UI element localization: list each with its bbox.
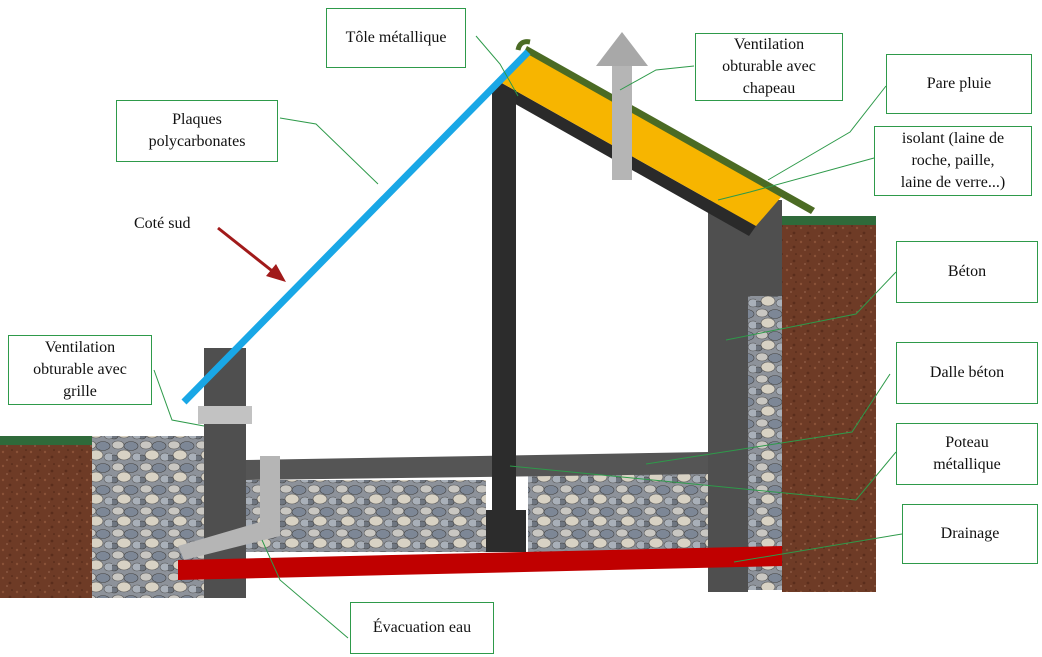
leader-pare-pluie (767, 85, 887, 181)
ventilation-cap (596, 32, 648, 66)
leader-evacuation (261, 539, 349, 639)
insulation-layer (500, 52, 782, 226)
grass-right (782, 216, 876, 225)
leader-lines (153, 35, 903, 639)
leader-poteau (509, 451, 897, 501)
metal-post-base (486, 510, 526, 552)
label-plaques-polycarbonates: Plaques polycarbonates (116, 100, 278, 162)
gravel-bed-left (246, 480, 486, 552)
label-ventilation-chapeau: Ventilation obturable avec chapeau (695, 33, 843, 101)
concrete-slab (246, 452, 708, 480)
label-drainage: Drainage (902, 504, 1038, 564)
leader-plaques (279, 117, 379, 185)
leader-dalle (645, 373, 891, 465)
label-tole-metallique: Tôle métallique (326, 8, 466, 68)
south-arrow-head (266, 264, 286, 282)
roof-hook (515, 39, 531, 51)
ventilation-chimney-pipe (612, 66, 632, 180)
grass-left (0, 436, 92, 445)
label-pare-pluie: Pare pluie (886, 54, 1032, 114)
polycarbonate-panel (181, 49, 531, 405)
label-isolant: isolant (laine de roche, paille, laine d… (874, 126, 1032, 196)
label-dalle-beton: Dalle béton (896, 342, 1038, 404)
gravel-bed-right (528, 474, 708, 552)
leader-ventilation-chapeau (619, 65, 695, 91)
soil-left (0, 444, 92, 598)
leader-tole (475, 35, 519, 97)
rain-barrier-layer (524, 46, 815, 214)
label-cote-sud: Coté sud (134, 215, 191, 232)
gravel-outside-right (748, 296, 782, 590)
leader-isolant (717, 157, 875, 201)
leader-drainage (733, 533, 903, 563)
ventilation-grille-pipe (198, 406, 252, 424)
metal-post (492, 90, 516, 518)
soil-right (782, 224, 876, 592)
label-poteau-metallique: Poteau métallique (896, 423, 1038, 485)
water-evacuation-outlet-pipe (178, 522, 280, 560)
label-evacuation-eau: Évacuation eau (350, 602, 494, 654)
concrete-wall-left (204, 348, 246, 598)
label-beton: Béton (896, 241, 1038, 303)
leader-beton (725, 271, 897, 341)
south-arrow (217, 226, 277, 276)
water-evacuation-vertical-pipe (260, 456, 280, 536)
drainage-pipe (178, 546, 782, 580)
label-ventilation-grille: Ventilation obturable avec grille (8, 335, 152, 405)
leader-ventilation-grille (153, 369, 205, 427)
